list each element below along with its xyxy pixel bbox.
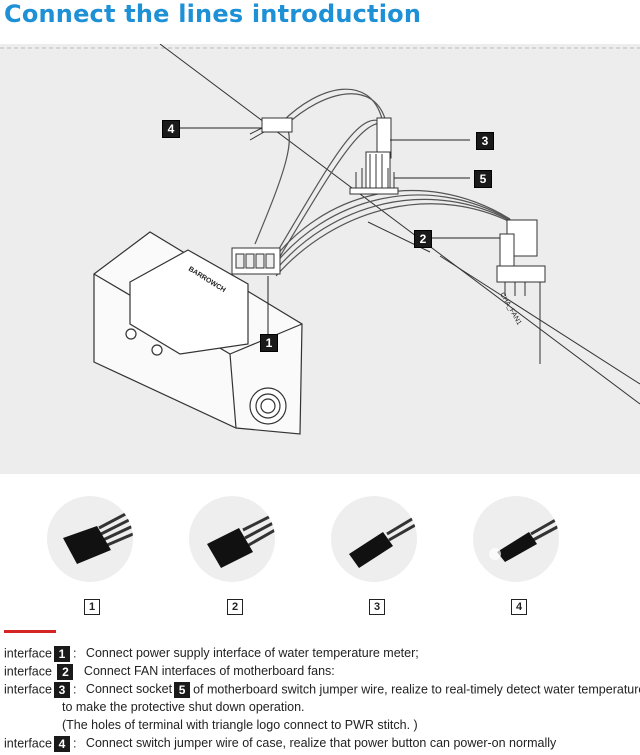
interface-3-cont-1: to make the protective shut down operati… [62, 700, 305, 714]
callout-4: 4 [162, 120, 180, 138]
connector-label-2: 2 [227, 599, 243, 615]
section-divider [4, 630, 56, 633]
interface-num: 2 [57, 664, 74, 680]
connector-photo-4 [473, 496, 559, 582]
interface-num: 5 [174, 682, 191, 698]
header-label: CHA_FAN1 [498, 292, 522, 327]
interface-num: 3 [53, 682, 70, 698]
callout-1: 1 [260, 334, 278, 352]
interface-3-cont-2: (The holes of terminal with triangle log… [62, 718, 418, 732]
connector-label-3: 3 [369, 599, 385, 615]
callout-2: 2 [414, 230, 432, 248]
connector-photo-1 [47, 496, 133, 582]
callout-5: 5 [474, 170, 492, 188]
interface-num: 1 [53, 646, 70, 662]
connector-photo-2 [189, 496, 275, 582]
connector-photo-3 [331, 496, 417, 582]
connector-label-4: 4 [511, 599, 527, 615]
callout-3: 3 [476, 132, 494, 150]
connector-label-1: 1 [84, 599, 100, 615]
interface-2-line: interface 2 Connect FAN interfaces of mo… [4, 664, 335, 680]
wiring-illustration: CHA_FAN1 BARROWCH [0, 44, 640, 435]
wiring-diagram: CHA_FAN1 BARROWCH 4 3 5 2 1 [0, 44, 640, 474]
interface-num: 4 [53, 736, 70, 752]
page-title: Connect the lines introduction [4, 0, 422, 28]
